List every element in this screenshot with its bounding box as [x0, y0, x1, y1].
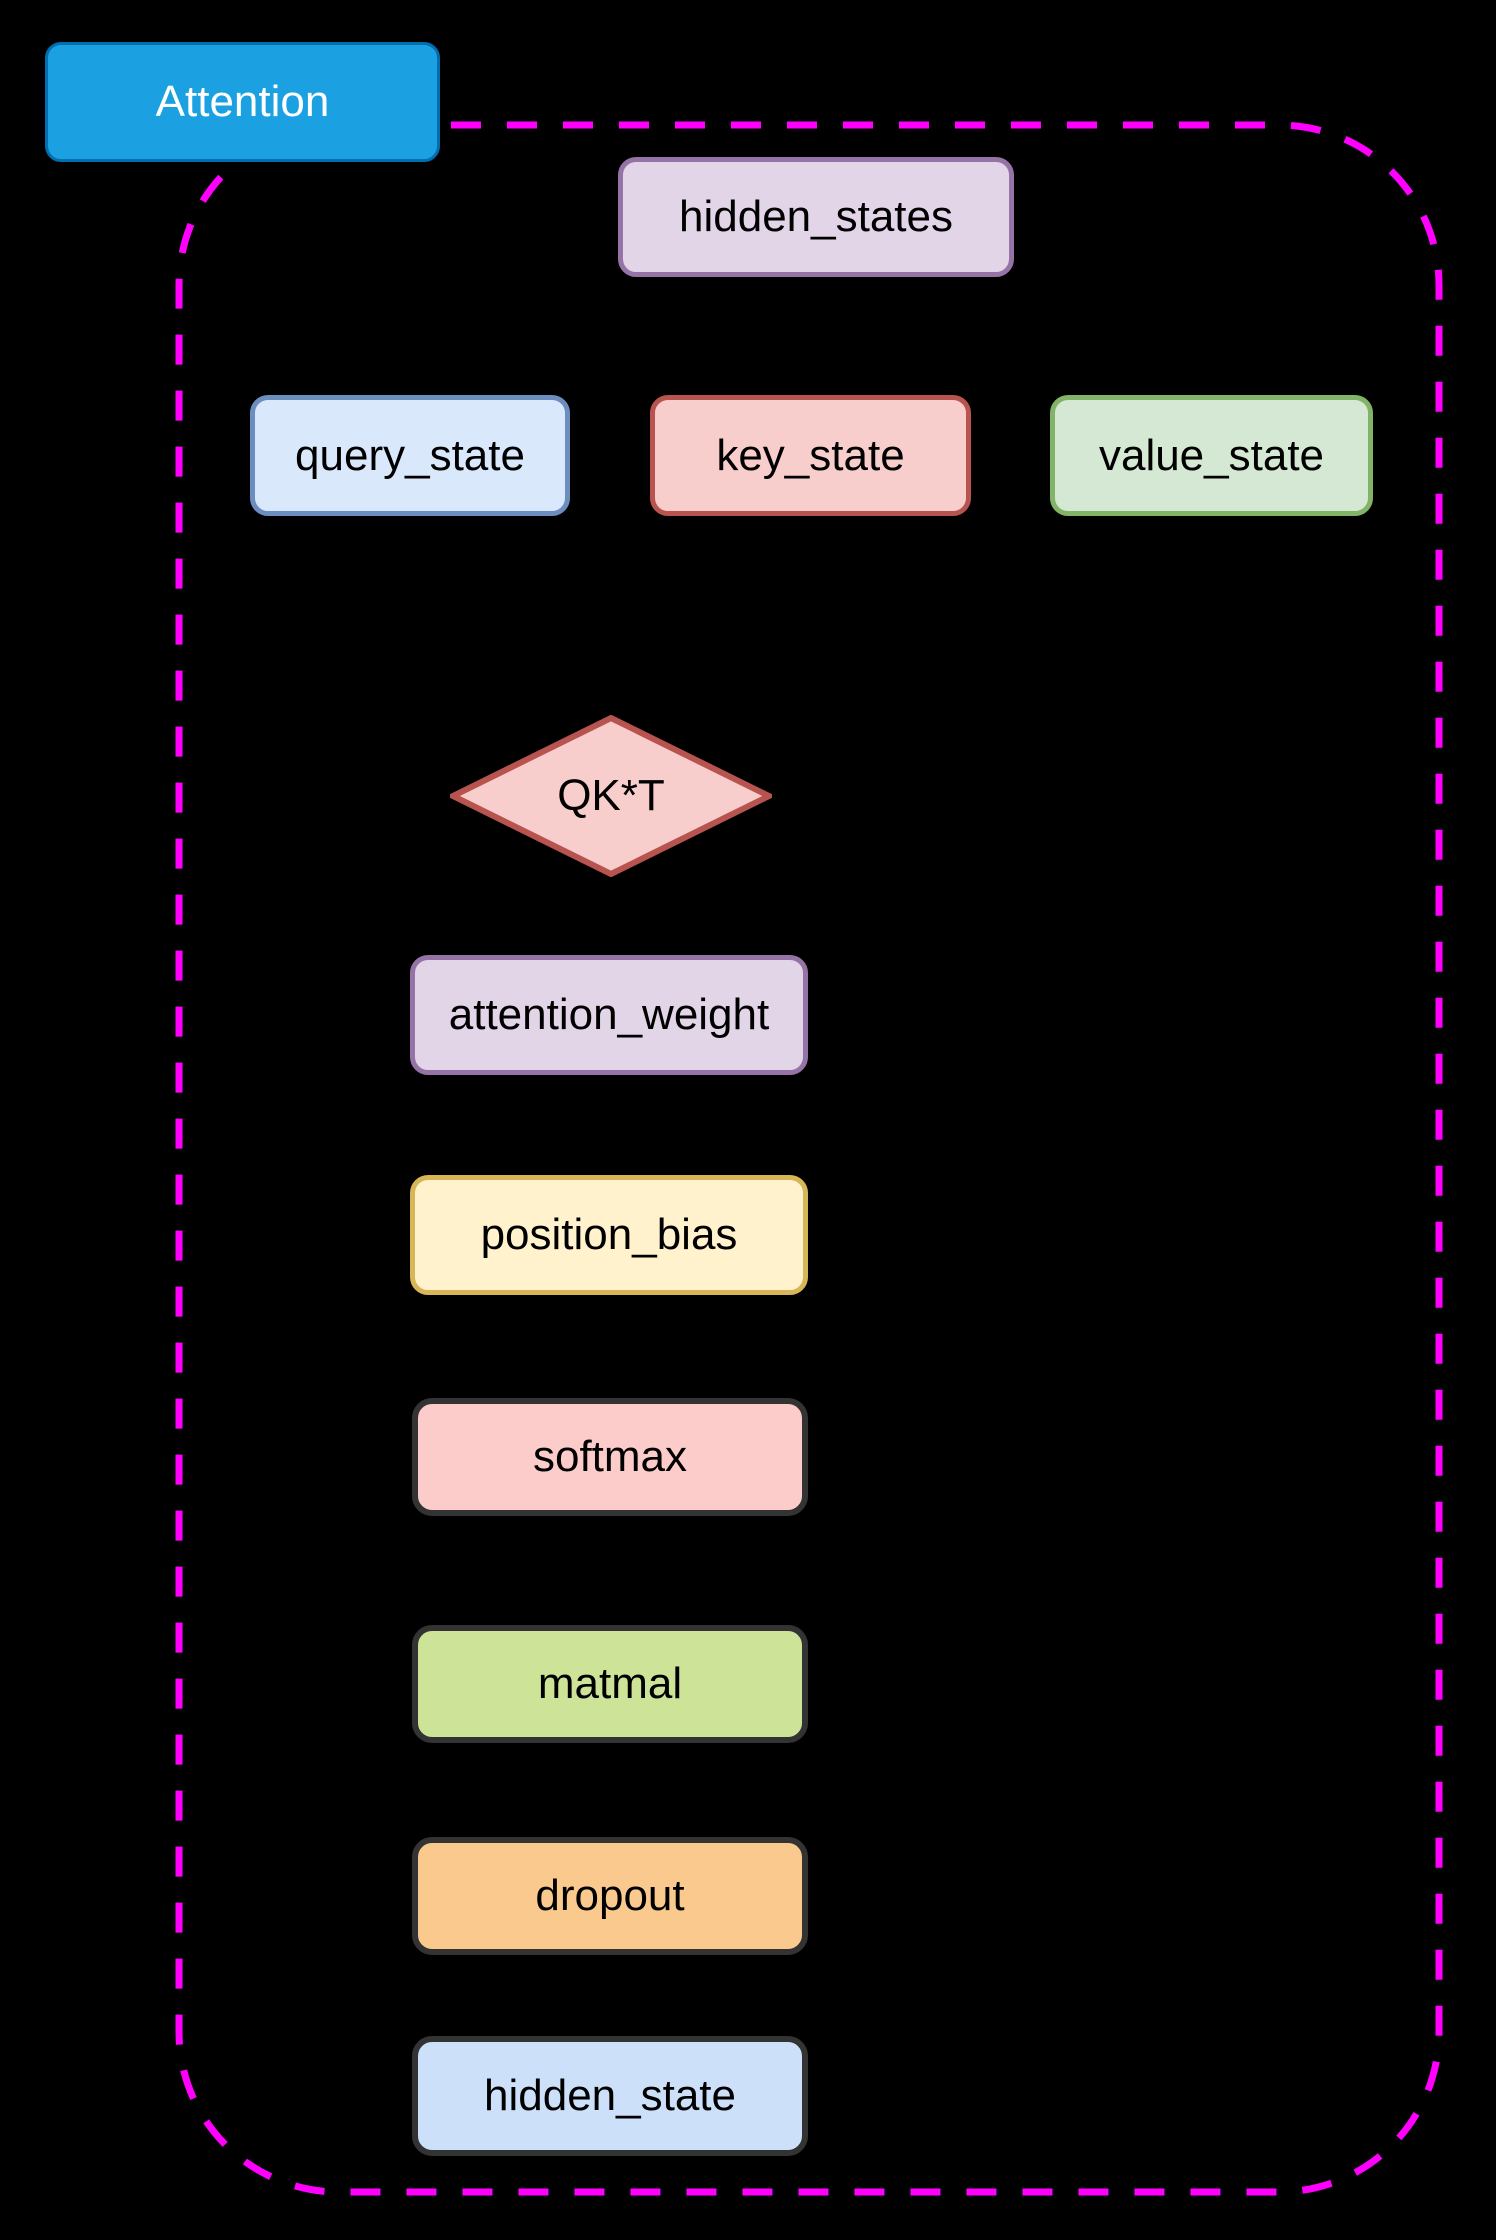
node-hidden-state-label: hidden_state [484, 2071, 736, 2120]
node-position-bias-label: position_bias [480, 1210, 738, 1259]
node-dropout: dropout [412, 1837, 808, 1955]
node-key-state: key_state [650, 395, 971, 516]
node-attention-weight: attention_weight [410, 955, 808, 1075]
node-qkt-diamond: QK*T [450, 715, 772, 877]
attention-group-tab: Attention [45, 42, 440, 162]
node-query-state: query_state [250, 395, 570, 516]
node-qkt-label: QK*T [557, 771, 665, 820]
node-value-state: value_state [1050, 395, 1373, 516]
node-position-bias: position_bias [410, 1175, 808, 1295]
qkt-diamond-shape [450, 715, 772, 877]
node-softmax: softmax [412, 1398, 808, 1516]
node-hidden-states-label: hidden_states [679, 192, 953, 241]
node-hidden-state: hidden_state [412, 2036, 808, 2156]
node-softmax-label: softmax [532, 1432, 688, 1481]
node-value-state-label: value_state [1098, 430, 1325, 480]
node-hidden-states: hidden_states [618, 157, 1014, 277]
node-key-state-label: key_state [716, 430, 905, 480]
attention-group-label: Attention [155, 77, 330, 126]
node-attention-weight-label: attention_weight [448, 990, 770, 1039]
node-query-state-label: query_state [295, 430, 525, 480]
node-dropout-label: dropout [535, 1871, 685, 1920]
node-matmal-label: matmal [537, 1659, 683, 1708]
node-matmal: matmal [412, 1625, 808, 1743]
